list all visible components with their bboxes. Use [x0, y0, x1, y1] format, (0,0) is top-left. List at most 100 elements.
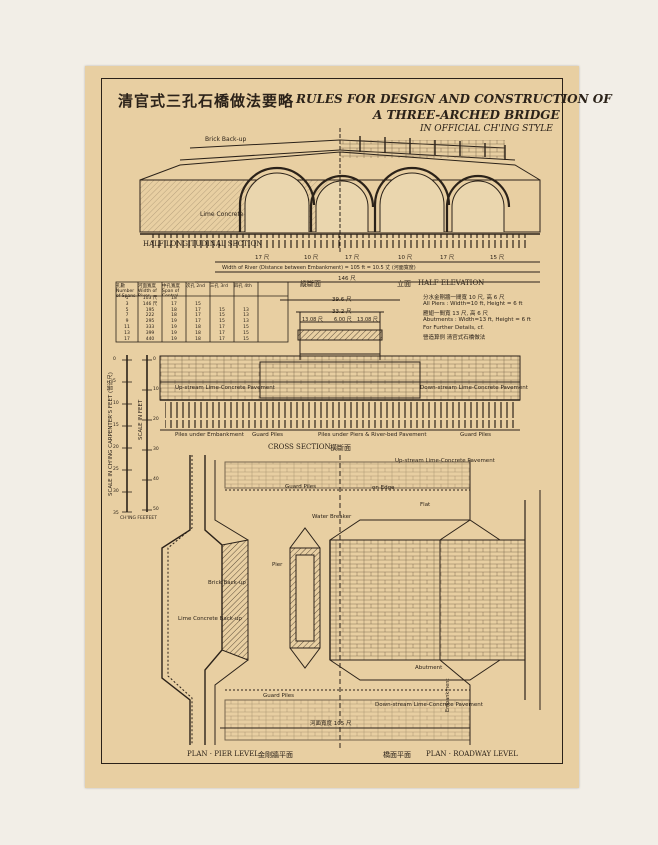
caption-longitudinal: HALF LONGITUDINAL SECTION: [143, 240, 263, 248]
dim-total: 146 尺: [338, 276, 356, 282]
cross-mid-dim: 33.2 尺: [332, 309, 352, 315]
table-cell: 19: [171, 330, 177, 336]
scale-ft-mark: 30: [153, 447, 159, 452]
table-cell: 19: [171, 336, 177, 342]
table-cell: 17: [219, 330, 225, 336]
cross-guard-piles: Guard Piles: [252, 432, 284, 438]
table-head-cell: 三孔 3rd: [210, 284, 228, 289]
table-cell: 17: [171, 301, 177, 307]
table-head-cell: 四孔 4th: [234, 284, 252, 289]
table-cell: 18: [171, 313, 177, 319]
table-cell: 15: [243, 330, 249, 336]
table-cell: 19: [171, 319, 177, 325]
cross-downstream: Down-stream Lime-Concrete Pavement: [420, 385, 528, 391]
table-row: 11 333 19 18 17 15: [116, 325, 288, 331]
label-brick-backup: Brick Back-up: [205, 136, 247, 143]
plan-abutment: Abutment: [415, 665, 443, 671]
caption-plan-right: PLAN · ROADWAY LEVEL: [426, 750, 518, 758]
scale-ft-mark: 40: [153, 477, 159, 482]
elevation-note-3: 雁翅一間寬 13 尺, 高 6 尺: [423, 311, 488, 317]
title-line1: RULES FOR DESIGN AND CONSTRUCTION OF: [296, 92, 612, 106]
table-cell: 18: [195, 336, 201, 342]
elevation-cn: 立面: [397, 280, 411, 288]
plan-on-edge: on Edge: [372, 485, 395, 491]
title-chinese: 清官式三孔石橋做法要略: [118, 92, 295, 110]
table-cell: 17: [195, 313, 201, 319]
table-cell: 1: [125, 296, 129, 301]
cross-upstream: Up-stream Lime-Concrete Pavement: [175, 385, 275, 391]
dim-4: 10 尺: [398, 255, 413, 261]
table-head-cell: 中孔寬度 Span of Central Arch: [162, 284, 180, 296]
table-cell: 19: [171, 324, 177, 330]
scale-ft-mark: 0: [153, 357, 156, 362]
table-cell: 440: [145, 336, 155, 342]
cross-guard-piles-2: Guard Piles: [460, 432, 492, 438]
table-row: 17 440 19 18 17 15: [116, 337, 288, 343]
table-cell: 15: [243, 324, 249, 330]
table-cell: 15: [243, 336, 249, 342]
scale-ft-mark: 50: [153, 507, 159, 512]
table-cell: 17: [124, 336, 130, 342]
scale-feet-label: SCALE IN CH'ING CARPENTER'S FEET (營造尺): [108, 372, 114, 496]
table-cell: 146 尺: [142, 301, 158, 307]
table-cell: 13: [243, 313, 249, 319]
plan-lime-concrete: Lime Concrete Back-up: [178, 616, 242, 622]
caption-plan-left: PLAN · PIER LEVEL: [187, 750, 259, 758]
plan-brick-backup: Brick Back-up: [208, 580, 246, 586]
elevation-note-5: For Further Details, cf.: [423, 325, 484, 331]
plan-downstream: Down-stream Lime-Concrete Pavement: [375, 702, 483, 708]
scale-feet-mark: 35: [113, 511, 119, 516]
cross-cn-caption: 縱斷面: [300, 280, 321, 288]
elevation-note-2: All Piers : Width=10 ft, Height = 6 ft: [423, 301, 523, 307]
table-row: 13 399 19 18 17 15: [116, 331, 288, 337]
table-cell: 17: [219, 324, 225, 330]
cross-sub-dim-3: 13.08 尺: [357, 317, 378, 323]
table-head-cell: 孔數 Number of Spans: [116, 284, 136, 299]
caption-elevation: HALF ELEVATION: [418, 279, 485, 287]
table-cell: 13: [243, 307, 249, 313]
scale-ft-label: SCALE IN FEET: [138, 399, 144, 440]
plan-water-breaker: Water Breaker: [312, 514, 352, 520]
span-table: 孔數 Number of Spans 河面寬度 Width of River 中…: [116, 283, 288, 342]
label-lime-concrete: Lime Concrete: [200, 211, 244, 218]
table-cell: 13: [243, 319, 249, 325]
scale-feet-mark: 5: [113, 379, 116, 384]
elevation-note-4: Abutments : Width=13 ft, Height = 6 ft: [423, 317, 531, 323]
table-head-cell: 河面寬度 Width of River: [138, 284, 157, 296]
cross-top-dim: 39.6 尺: [332, 297, 352, 303]
plan-upstream: Up-stream Lime-Concrete Pavement: [395, 458, 495, 464]
cross-piles-embankment: Piles under Embankment: [175, 432, 244, 438]
plan-pier: Pier: [272, 562, 283, 568]
plan-guard-piles-2: Guard Piles: [263, 693, 295, 699]
table-cell: 17: [219, 336, 225, 342]
drawing-border: [101, 78, 563, 764]
elevation-note-6: 營造算例 清官式石橋做法: [423, 335, 486, 341]
table-header: 孔數 Number of Spans 河面寬度 Width of River 中…: [116, 283, 288, 299]
table-cell: 18: [171, 296, 177, 301]
table-cell: 11: [124, 324, 130, 330]
caption-plan-right-cn: 橋面平面: [383, 751, 411, 759]
table-cell: 7: [125, 313, 129, 319]
caption-plan-left-cn: 金剛牆平面: [258, 751, 293, 759]
table-cell: 399: [145, 330, 155, 336]
plan-dim: 河面寬度 105 尺: [310, 721, 352, 727]
dim-3: 17 尺: [345, 255, 360, 261]
scale-ft-unit: FEET: [146, 516, 158, 521]
table-cell: 9: [125, 319, 129, 325]
table-cell: 18: [195, 324, 201, 330]
cross-sub-dim-1: 13.08 尺: [302, 317, 323, 323]
span-table-grid: [115, 281, 289, 343]
table-cell: 15: [219, 313, 225, 319]
table-cell: 13: [124, 330, 130, 336]
table-cell: 222: [145, 313, 155, 319]
caption-cross-cn: 橫斷面: [330, 444, 351, 452]
cross-sub-dim-2: 6.00 尺: [334, 317, 352, 323]
table-cell: 18: [195, 330, 201, 336]
table-cell: 333: [145, 324, 155, 330]
table-cell: 15: [219, 319, 225, 325]
